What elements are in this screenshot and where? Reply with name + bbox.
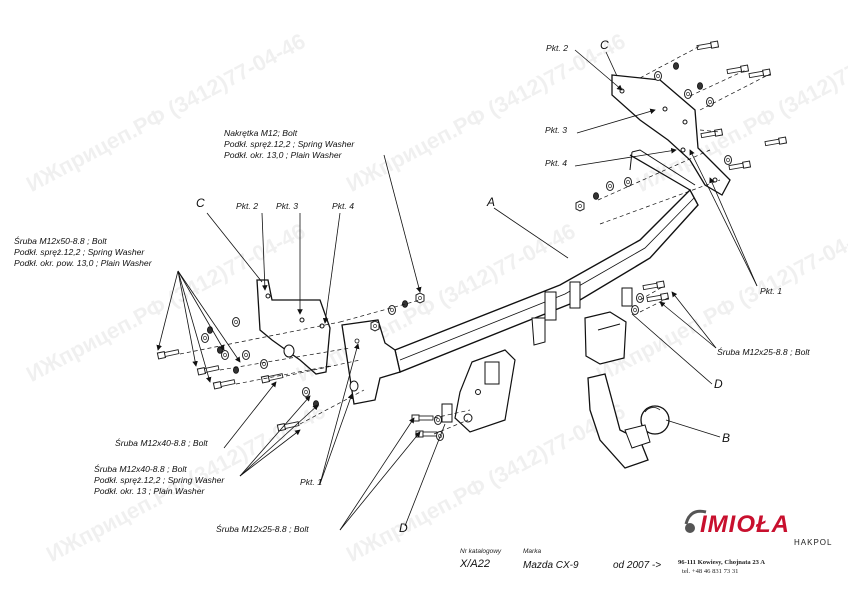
brand-address: 96-111 Kowiesy, Chojnata 23 A xyxy=(678,559,766,566)
label-d-bottom: D xyxy=(399,521,408,535)
catalog-nr-label: Nr katalogowy xyxy=(460,548,502,555)
brand-sub: HAKPOL xyxy=(794,538,833,547)
brand-phone: tel. +48 46 831 73 31 xyxy=(682,568,739,575)
label-pkt4-left: Pkt. 4 xyxy=(332,201,354,211)
label-sruba40-bolt: Śruba M12x40-8.8 ; Bolt xyxy=(94,464,187,474)
label-sruba50-plain: Podkł. okr. pow. 13,0 ; Plain Washer xyxy=(14,258,152,268)
label-pkt2-left: Pkt. 2 xyxy=(236,201,258,211)
brand-logo: IMIOŁA xyxy=(700,511,790,538)
label-pkt1-right: Pkt. 1 xyxy=(760,286,782,296)
label-pkt3-left: Pkt. 3 xyxy=(276,201,298,211)
label-c-left: C xyxy=(196,196,205,210)
label-sruba40-plain: Podkł. okr. 13 ; Plain Washer xyxy=(94,486,205,496)
label-pkt2-top: Pkt. 2 xyxy=(546,43,568,53)
label-sruba40-a: Śruba M12x40-8.8 ; Bolt xyxy=(115,438,208,448)
label-sruba25-right: Śruba M12x25-8.8 ; Bolt xyxy=(717,347,810,357)
label-c-top: C xyxy=(600,38,609,52)
label-sruba50-bolt: Śruba M12x50-8.8 ; Bolt xyxy=(14,236,107,246)
catalog-nr-value: X/A22 xyxy=(460,558,490,570)
label-nakretka-plain: Podkł. okr. 13,0 ; Plain Washer xyxy=(224,150,342,160)
label-pkt1-bottom: Pkt. 1 xyxy=(300,477,322,487)
label-nakretka-spring: Podkł. spręż.12,2 ; Spring Washer xyxy=(224,139,355,149)
label-d-right: D xyxy=(714,377,723,391)
label-pkt4-top: Pkt. 4 xyxy=(545,158,567,168)
catalog-marka-label: Marka xyxy=(523,548,542,555)
label-sruba40-spring: Podkł. spręż.12,2 ; Spring Washer xyxy=(94,475,225,485)
catalog-od-value: od 2007 -> xyxy=(613,560,662,571)
label-a: A xyxy=(487,195,496,209)
label-b: B xyxy=(722,431,731,445)
label-nakretka-bolt: Nakrętka M12; Bolt xyxy=(224,128,298,138)
label-sruba25-bottom: Śruba M12x25-8.8 ; Bolt xyxy=(216,524,309,534)
label-sruba50-spring: Podkł. spręż.12,2 ; Spring Washer xyxy=(14,247,145,257)
catalog-marka-value: Mazda CX-9 xyxy=(523,560,579,571)
label-pkt3-top: Pkt. 3 xyxy=(545,125,567,135)
